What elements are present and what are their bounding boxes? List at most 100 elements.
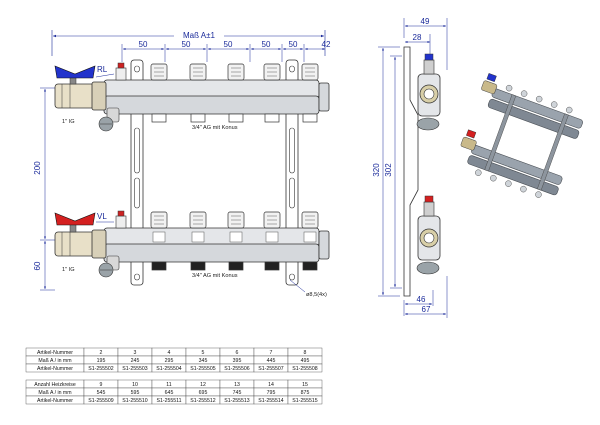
outlet-cap (189, 211, 207, 229)
table-cell: 13 (234, 382, 240, 388)
table-cell: 645 (165, 390, 174, 396)
table-cell: S1-255510 (122, 398, 147, 404)
table-cell: 11 (166, 382, 171, 388)
outlet-cap (227, 211, 245, 229)
spacing-6: 42 (322, 40, 331, 49)
table-cell: 3 (134, 350, 137, 356)
table-cell: S1-255502 (88, 366, 113, 372)
table-cell: 12 (200, 382, 206, 388)
table-cell: 395 (233, 358, 242, 364)
table-cell: 6 (236, 350, 239, 356)
hole-callout: ø8,5(4x) (289, 279, 327, 298)
table-row-header: Maß A / in mm (38, 358, 71, 364)
side-height-302: 302 (384, 163, 393, 177)
table-cell: 695 (199, 390, 208, 396)
table-row-header: Anzahl Heizkreise (34, 382, 76, 388)
red-valve-handle-icon (54, 212, 96, 226)
outlet-cap (150, 211, 168, 229)
thermometer-icon (117, 62, 125, 69)
spacing-2: 50 (182, 40, 191, 49)
flow-meter-windows (152, 231, 317, 243)
product-render (460, 73, 583, 198)
table-cell: 9 (100, 382, 103, 388)
table-cell: S1-255514 (258, 398, 283, 404)
height-200-label: 200 (33, 161, 42, 175)
outlet-cap (301, 63, 319, 81)
table-cell: 7 (270, 350, 273, 356)
flow-outlets (150, 211, 319, 229)
flow-bar (103, 227, 330, 263)
table-cell: S1-255509 (88, 398, 113, 404)
table-row-header: Artikel-Nummer (37, 398, 73, 404)
table-row-header: Artikel-Nummer (37, 350, 73, 356)
table-cell: 345 (199, 358, 208, 364)
table-cell: S1-255504 (156, 366, 181, 372)
spacing-1: 50 (139, 40, 148, 49)
ig-bottom-label: 1" IG (62, 267, 75, 273)
flow-ball-valve (54, 210, 127, 278)
return-ball-valve (54, 62, 127, 132)
table-cell-border (287, 363, 323, 373)
vertical-dimensions: 200 60 (33, 87, 55, 291)
front-view: Maß A±1 50 50 50 50 50 42 (33, 29, 331, 298)
table-cell: 5 (202, 350, 205, 356)
side-width-67: 67 (422, 305, 431, 314)
hole-label: ø8,5(4x) (306, 292, 327, 298)
spacing-5: 50 (289, 40, 298, 49)
outlet-cap (263, 211, 281, 229)
ig-top-label: 1" IG (62, 119, 75, 125)
spacing-4: 50 (262, 40, 271, 49)
outlet-bottom-label: 3/4" AG mit Konus (192, 273, 238, 279)
side-width-46: 46 (417, 295, 426, 304)
table-cell: 195 (97, 358, 106, 364)
spacing-3: 50 (224, 40, 233, 49)
table-cell: S1-255515 (292, 398, 317, 404)
side-height-320: 320 (372, 163, 381, 177)
table-cell: 4 (168, 350, 171, 356)
table-cell: 875 (301, 390, 310, 396)
vl-label: VL (97, 212, 107, 221)
render-top-bar (481, 73, 583, 139)
vl-label-group: VL (96, 212, 114, 223)
table-cell: 595 (131, 390, 140, 396)
blue-valve-handle-icon (54, 65, 96, 79)
table-cell: 10 (132, 382, 138, 388)
table-cell: 245 (131, 358, 140, 364)
table-cell: 295 (165, 358, 174, 364)
hex-outlets-flow (151, 261, 318, 271)
table-cell: 545 (97, 390, 106, 396)
outlet-cap (227, 63, 245, 81)
return-bar (103, 79, 330, 115)
table-cell: 745 (233, 390, 242, 396)
table-cell: S1-255506 (224, 366, 249, 372)
table-cell: 495 (301, 358, 310, 364)
table-cell: 8 (304, 350, 307, 356)
overall-dimension: Maß A±1 (51, 29, 326, 56)
table-cell: S1-255507 (258, 366, 283, 372)
hex-outlets-return (151, 113, 318, 123)
table-cell: S1-255512 (190, 398, 215, 404)
return-outlets (150, 63, 319, 81)
outlet-cap (301, 211, 319, 229)
spacing-dimensions: 50 50 50 50 50 42 (121, 40, 331, 62)
table-cell: S1-255505 (190, 366, 215, 372)
table-cell: S1-255503 (122, 366, 147, 372)
table-cell: S1-255508 (292, 366, 317, 372)
outlet-cap (189, 63, 207, 81)
table-cell: 14 (268, 382, 274, 388)
rl-label-group: RL (95, 65, 115, 78)
table-cell: S1-255513 (224, 398, 249, 404)
table-row-header: Maß A / in mm (38, 390, 71, 396)
height-60-label: 60 (33, 261, 42, 270)
table-cell: 795 (267, 390, 276, 396)
table-cell-border (287, 395, 323, 405)
table-cell: S1-255511 (157, 398, 182, 404)
side-width-49: 49 (421, 17, 430, 26)
render-bracket-right (537, 113, 569, 191)
table-cell: 15 (302, 382, 308, 388)
side-view: 49 28 320 302 46 67 (372, 17, 448, 318)
